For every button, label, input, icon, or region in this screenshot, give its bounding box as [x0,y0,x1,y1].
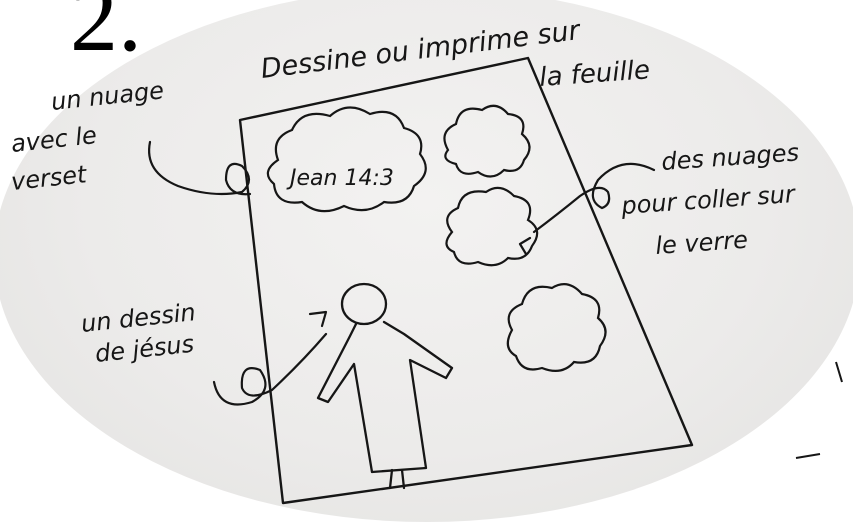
verse-reference: Jean 14:3 [286,166,394,191]
annotation-arrows [148,140,656,406]
clouds-note-line-2: pour coller sur [619,180,797,220]
cloud-note-line-1: un nuage [50,76,165,116]
paper-sheet [238,56,694,505]
jesus-note-line-2: de jésus [94,330,196,368]
cloud-note-line-3: verset [10,160,90,196]
stray-mark [795,361,843,459]
cloud-bottom-right [506,283,607,373]
cloud-middle [445,186,539,267]
jesus-figure [316,282,454,490]
clouds-note-line-3: le verre [654,226,748,260]
clouds-note-line-1: des nuages [660,138,799,176]
hand-drawn-sketch: Jean 14:3 Dessine ou imprime sur la feui… [10,15,843,505]
cloud-note-line-2: avec le [10,121,98,158]
verse-cloud [266,106,427,213]
step-number: 2. [70,0,142,71]
cloud-top-right [443,104,531,178]
title-line-2: la feuille [538,55,651,93]
